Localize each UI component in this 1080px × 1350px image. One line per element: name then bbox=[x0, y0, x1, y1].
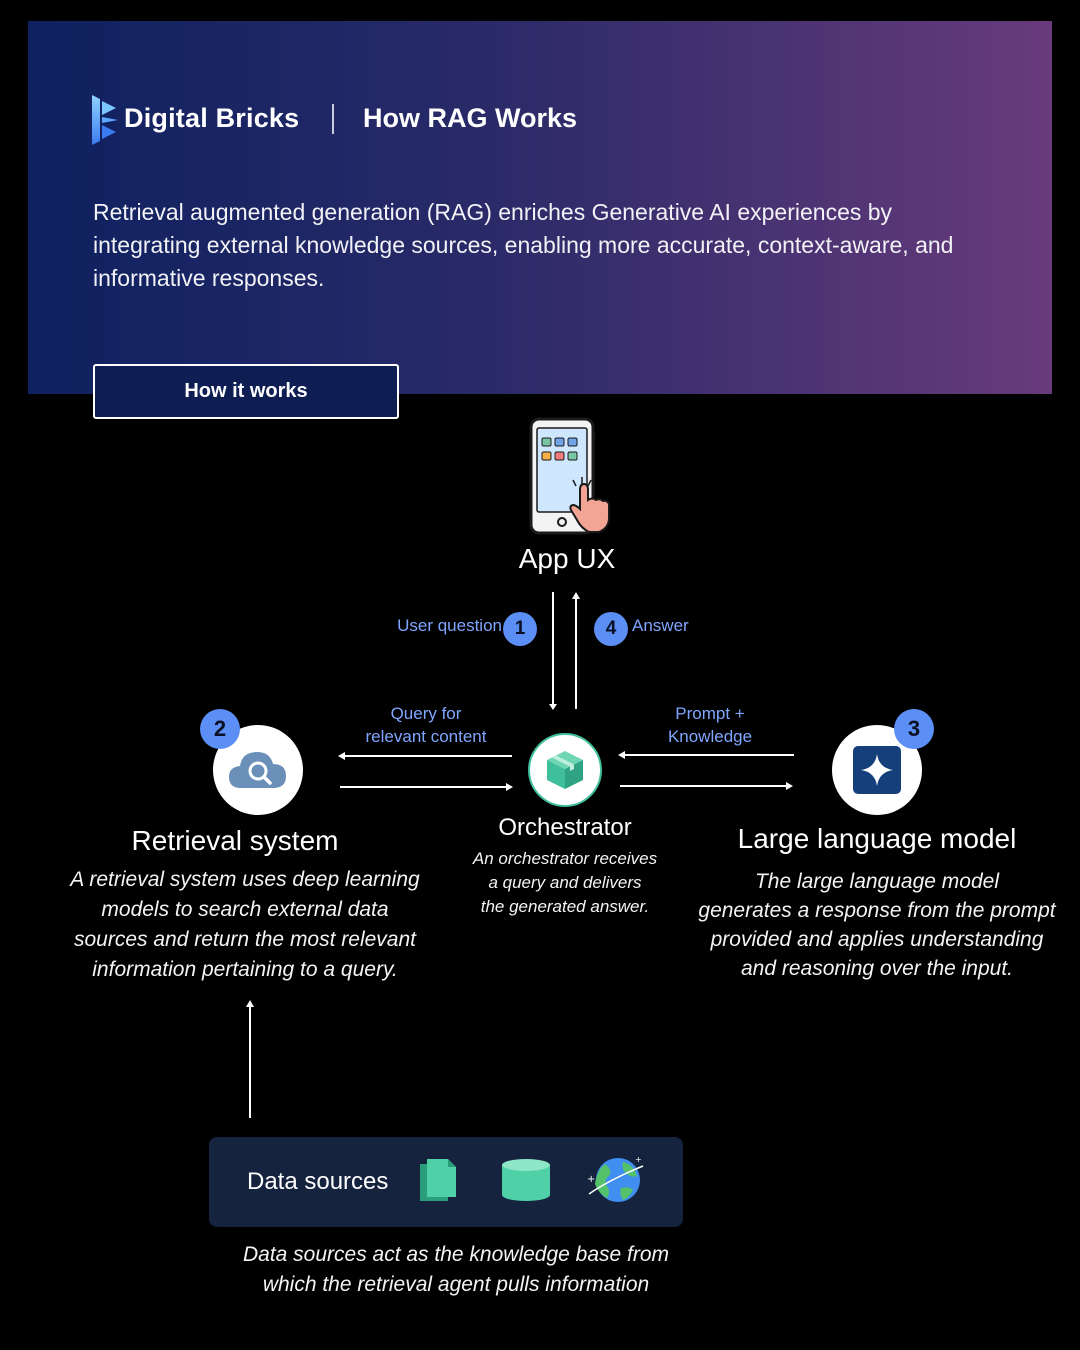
intro-text: Retrieval augmented generation (RAG) enr… bbox=[93, 199, 954, 291]
orchestrator-desc-line-1: An orchestrator receives bbox=[472, 849, 658, 868]
prompt-label-line-2: Knowledge bbox=[667, 727, 753, 746]
orchestrator-node bbox=[528, 733, 602, 807]
data-sources-title: Data sources bbox=[247, 1168, 389, 1195]
app-orchestrator-arrows bbox=[549, 592, 580, 710]
llm-description: The large language model generates a res… bbox=[678, 867, 1076, 983]
orchestrator-description: An orchestrator receives a query and del… bbox=[445, 847, 685, 919]
query-label-line-2: relevant content bbox=[365, 727, 487, 746]
header-divider bbox=[332, 104, 334, 134]
retrieval-title: Retrieval system bbox=[131, 825, 339, 856]
query-label-line-1: Query for bbox=[390, 704, 462, 723]
data-sources-description: Data sources act as the knowledge base f… bbox=[196, 1240, 716, 1300]
sparkle-icon bbox=[853, 746, 901, 794]
header-banner bbox=[28, 21, 1052, 394]
retrieval-description: A retrieval system uses deep learning mo… bbox=[40, 865, 450, 985]
query-label: Query for relevant content bbox=[340, 702, 512, 748]
globe-icon: + + bbox=[587, 1155, 644, 1202]
answer-label: Answer bbox=[632, 616, 689, 635]
orchestrator-desc-line-3: the generated answer. bbox=[480, 897, 650, 916]
package-box-icon bbox=[547, 751, 583, 789]
digital-bricks-logo-icon bbox=[92, 95, 118, 145]
brand-name: Digital Bricks bbox=[124, 103, 300, 133]
smartphone-tap-icon bbox=[529, 417, 610, 535]
user-question-label: User question bbox=[397, 616, 502, 635]
data-sources-desc-line-1: Data sources act as the knowledge base f… bbox=[242, 1243, 670, 1266]
step-badge-2: 2 bbox=[200, 709, 240, 749]
llm-desc-line-3: provided and applies understanding bbox=[710, 928, 1044, 951]
app-ux-title: App UX bbox=[518, 543, 616, 574]
step-badge-1: 1 bbox=[503, 612, 537, 646]
retrieval-desc-line-3: sources and return the most relevant bbox=[73, 928, 416, 951]
llm-desc-line-1: The large language model bbox=[754, 870, 999, 893]
cloud-search-icon bbox=[229, 752, 286, 788]
documents-icon bbox=[420, 1159, 456, 1201]
data-sources-desc-line-2: which the retrieval agent pulls informat… bbox=[262, 1273, 650, 1296]
retrieval-desc-line-1: A retrieval system uses deep learning bbox=[70, 868, 420, 891]
llm-desc-line-2: generates a response from the prompt bbox=[698, 899, 1056, 922]
step-badge-3: 3 bbox=[894, 709, 934, 749]
llm-title: Large language model bbox=[737, 823, 1017, 854]
retrieval-desc-line-4: information pertaining to a query. bbox=[92, 958, 398, 981]
prompt-label: Prompt + Knowledge bbox=[625, 702, 795, 748]
retrieval-orchestrator-arrows bbox=[338, 752, 513, 791]
llm-desc-line-4: and reasoning over the input. bbox=[740, 957, 1014, 980]
page-title: How RAG Works bbox=[363, 103, 578, 133]
svg-text:+: + bbox=[635, 1155, 642, 1164]
data-to-retrieval-arrow bbox=[246, 1000, 254, 1118]
how-it-works-button[interactable]: How it works bbox=[93, 364, 399, 419]
database-icon bbox=[502, 1159, 550, 1201]
svg-text:+: + bbox=[587, 1174, 595, 1185]
step-badge-4: 4 bbox=[594, 612, 628, 646]
prompt-label-line-1: Prompt + bbox=[675, 704, 745, 723]
orchestrator-llm-arrows bbox=[618, 751, 794, 790]
orchestrator-desc-line-2: a query and delivers bbox=[488, 873, 642, 892]
orchestrator-title: Orchestrator bbox=[498, 814, 632, 841]
retrieval-desc-line-2: models to search external data bbox=[101, 898, 389, 921]
